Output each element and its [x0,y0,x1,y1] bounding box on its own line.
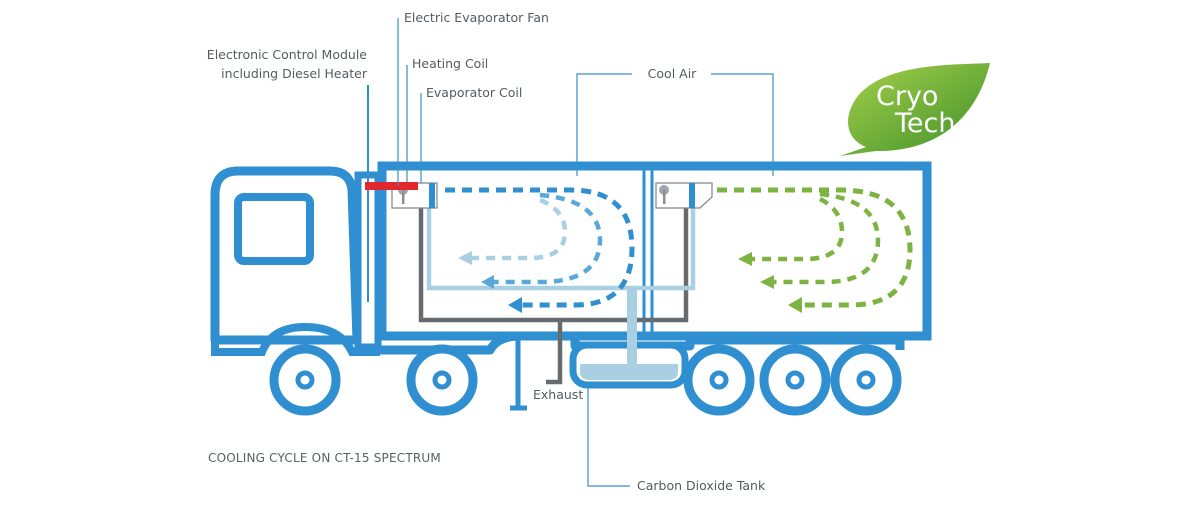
logo-line1: Cryo [876,81,938,112]
wheel [269,344,341,416]
wheel [759,344,831,416]
label-cool-air: Cool Air [648,66,697,81]
cab-window [234,193,314,265]
trailer-body [377,161,932,411]
label-control-module-line2: including Diesel Heater [221,66,368,81]
wheel [830,344,902,416]
leader-lines [397,18,774,487]
label-evaporator-coil: Evaporator Coil [426,85,522,100]
airflow-front [445,187,635,313]
diagram-caption: COOLING CYCLE ON CT-15 SPECTRUM [208,451,441,465]
cryotech-logo: Cryo Tech [840,63,990,156]
label-carbon-dioxide-tank: Carbon Dioxide Tank [637,478,766,493]
label-control-module-line1: Electronic Control Module [207,47,368,62]
airflow-rear [717,187,913,313]
label-electric-evaporator-fan: Electric Evaporator Fan [404,10,549,25]
exhaust-pipe [546,320,563,385]
logo-line2: Tech [894,108,955,139]
pipe-system [418,183,696,385]
truck-cab [210,85,382,356]
leaf-icon [840,63,990,156]
label-exhaust: Exhaust [533,387,583,402]
evaporator-unit-rear [655,182,713,209]
wheels [269,344,902,416]
heating-coil [365,182,418,190]
label-heating-coil: Heating Coil [412,56,488,71]
wheel [683,344,755,416]
wheel [406,344,478,416]
